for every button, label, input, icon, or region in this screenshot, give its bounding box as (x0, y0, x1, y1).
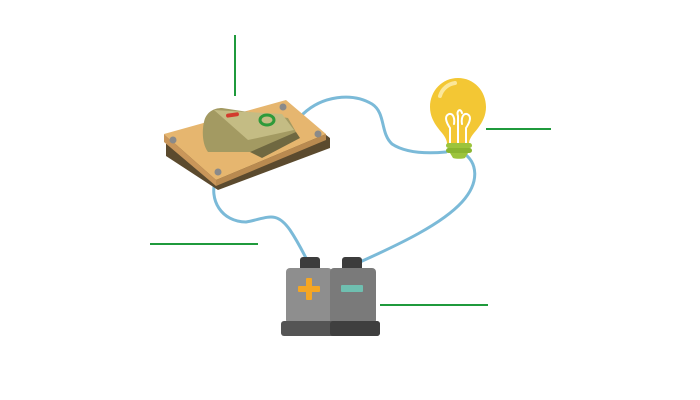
bulb-base-tip (450, 153, 468, 159)
leader-lines (150, 35, 551, 306)
battery-body-right (330, 268, 376, 324)
wires (212, 95, 477, 264)
bulb-base-ring (446, 148, 472, 153)
bulb-highlight (438, 81, 457, 98)
battery-terminal-positive (300, 257, 320, 271)
switch-base-front (216, 134, 326, 186)
battery-icon (281, 257, 380, 336)
switch-base-side (164, 134, 216, 186)
minus-icon (341, 285, 363, 292)
wire-switch-to-battery (212, 176, 310, 264)
battery-terminal-negative (342, 257, 362, 271)
screw-icon (314, 130, 322, 138)
screw-icon (214, 168, 222, 176)
bulb-base-ring (446, 143, 472, 148)
screw-icon (169, 136, 177, 144)
light-bulb-icon (430, 78, 486, 159)
plus-icon (298, 278, 320, 300)
wire-bulb-to-battery (358, 150, 477, 264)
rocker-switch-icon (164, 100, 330, 190)
screw-icon (279, 103, 287, 111)
wire-switch-to-bulb (301, 95, 448, 155)
switch-rocker-shadow (250, 132, 300, 158)
switch-on-mark (258, 113, 276, 127)
bulb-filament (445, 109, 471, 144)
battery-base-shadow (330, 321, 380, 336)
switch-off-mark (226, 112, 239, 118)
